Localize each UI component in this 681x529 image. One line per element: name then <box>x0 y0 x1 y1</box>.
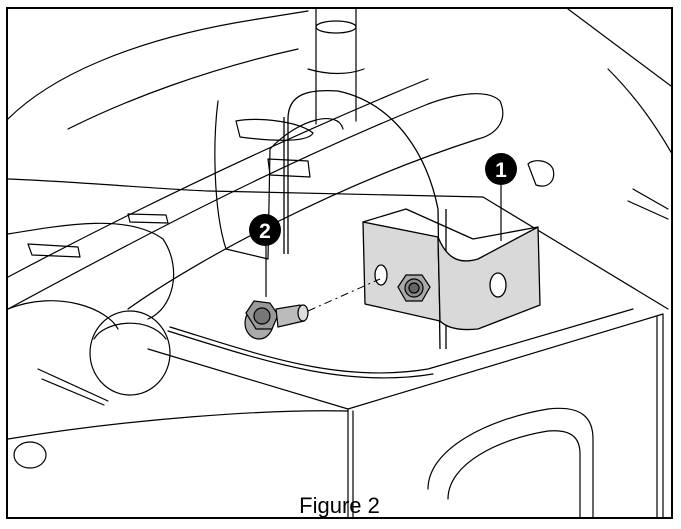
roll-bar-tube <box>8 93 504 310</box>
right-vents <box>627 188 669 220</box>
cowling-outline-right-inner <box>607 68 671 154</box>
callout-2: 2 <box>249 214 281 246</box>
cowling-outline-right <box>567 9 671 87</box>
assembly-illustration: 1 2 <box>8 9 671 517</box>
alignment-centerline <box>307 278 381 312</box>
l-bracket <box>362 208 541 331</box>
box-right-edge <box>656 313 664 517</box>
toggle-left-2 <box>127 213 169 224</box>
cowling-outline-inner <box>67 48 299 130</box>
bracket-hole-right <box>489 272 507 298</box>
callout-1-label: 1 <box>495 159 507 182</box>
box-left-top <box>8 410 349 440</box>
toggle-left-1 <box>27 243 81 258</box>
arch-tube-left <box>8 222 175 320</box>
deck-back-edge <box>8 178 669 310</box>
box-recess-inner <box>447 430 581 517</box>
callout-1: 1 <box>485 153 517 185</box>
flange-bolt <box>244 300 309 340</box>
vertical-post <box>315 9 357 125</box>
callout-2-label: 2 <box>259 220 271 243</box>
post-collar <box>307 68 365 75</box>
arch-tube-lower <box>8 300 119 330</box>
box-corner-edge <box>347 408 354 517</box>
bracket-hole-left <box>374 264 388 286</box>
deck-front-edge <box>147 313 664 410</box>
roll-bar-top-edge <box>8 78 429 278</box>
callout-2-circle <box>249 214 281 246</box>
right-clip <box>527 160 555 187</box>
toggle-center <box>267 158 311 178</box>
cowling-outline-left <box>8 10 309 120</box>
callout-1-circle <box>485 153 517 185</box>
figure-caption: Figure 2 <box>299 493 380 518</box>
deck-plate-lip <box>167 330 434 379</box>
ball-knob <box>89 310 171 396</box>
box-recess-outer <box>427 407 594 517</box>
ball-knob-highlight <box>93 322 167 340</box>
leader-lines <box>265 181 502 297</box>
grip-slot <box>235 118 314 141</box>
left-bolt-head <box>13 441 47 469</box>
rail-lower-left <box>37 368 109 406</box>
figure-frame: 1 2 Figure 2 <box>6 7 673 519</box>
post-ring <box>315 20 357 34</box>
deck-plate-outline <box>169 308 634 374</box>
installed-nut <box>397 274 431 302</box>
